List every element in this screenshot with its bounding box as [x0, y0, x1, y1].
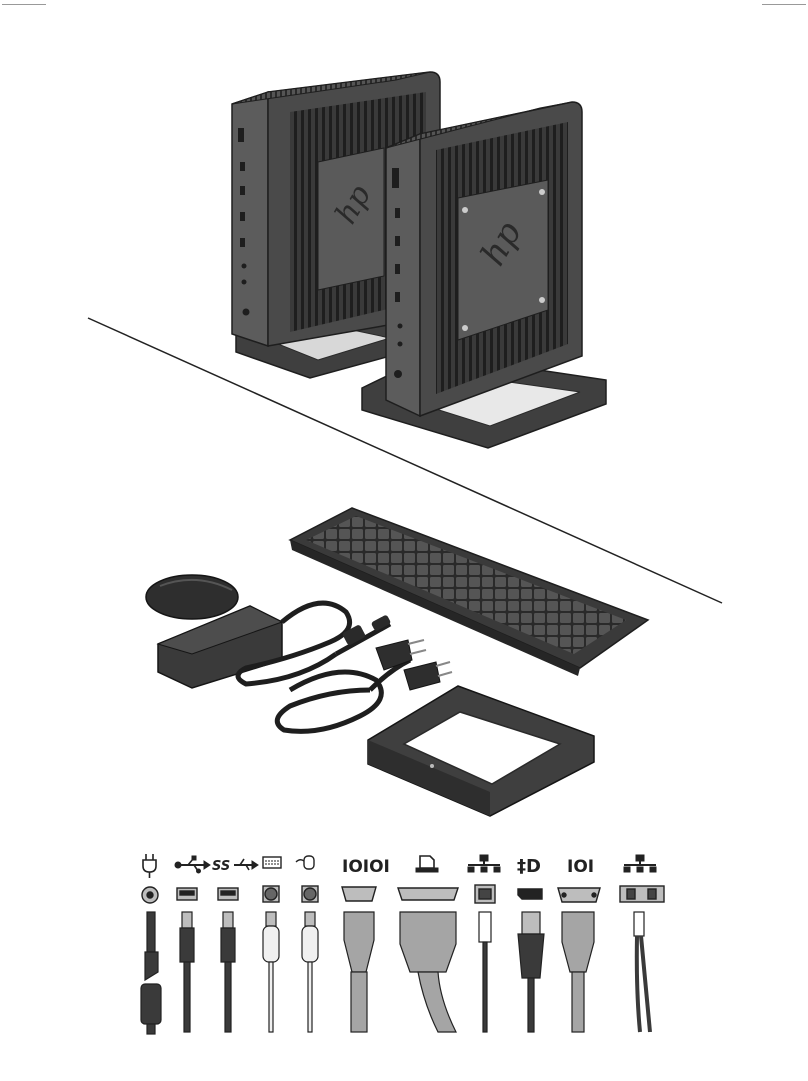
mouse-icon	[296, 856, 314, 869]
usb3-cable	[221, 912, 235, 1032]
displayport-socket	[518, 889, 542, 899]
vga-icon: IOI	[567, 857, 594, 877]
svg-text:IOI: IOI	[567, 857, 594, 877]
stand-illustration	[368, 686, 594, 816]
vga-cable	[562, 912, 594, 1032]
ps2-mouse-socket	[302, 886, 318, 902]
printer-port-icon	[416, 856, 438, 872]
serial-cable	[344, 912, 374, 1032]
power-socket	[142, 887, 158, 903]
usb3-socket	[218, 888, 238, 900]
ethernet-cable	[479, 912, 491, 1032]
ps2-keyboard-cable	[263, 912, 279, 1032]
ps2-mouse-cable	[302, 912, 318, 1032]
displayport-icon: ‡D	[517, 856, 541, 877]
ethernet-socket	[475, 885, 495, 903]
cable-row	[141, 912, 650, 1034]
parallel-socket	[398, 888, 458, 900]
usb2-cable	[180, 912, 194, 1032]
parallel-cable	[400, 912, 456, 1032]
vga-socket	[558, 888, 600, 902]
usb-icon	[175, 856, 210, 873]
svg-text:IOIOI: IOIOI	[342, 857, 390, 877]
displayport-cable	[518, 912, 544, 1032]
modem-socket	[620, 886, 664, 902]
network-icon	[468, 855, 500, 872]
serial-port-icon: IOIOI	[342, 857, 390, 877]
port-socket-row	[142, 885, 664, 903]
usb2-socket	[177, 888, 197, 900]
telephone-network-icon	[624, 855, 656, 872]
keyboard-icon	[263, 857, 281, 868]
port-icon-row: SS IOIOI	[143, 854, 656, 878]
modem-cable	[634, 912, 650, 1032]
serial-socket	[342, 887, 376, 901]
usb-superspeed-icon: SS	[212, 859, 258, 874]
mouse-illustration	[146, 575, 238, 619]
svg-text:‡D: ‡D	[517, 856, 541, 877]
power-cable	[141, 912, 161, 1034]
ps2-keyboard-socket	[263, 886, 279, 902]
power-plug-icon	[143, 854, 156, 878]
thin-client-front: hp	[362, 102, 606, 448]
svg-text:SS: SS	[212, 859, 230, 874]
